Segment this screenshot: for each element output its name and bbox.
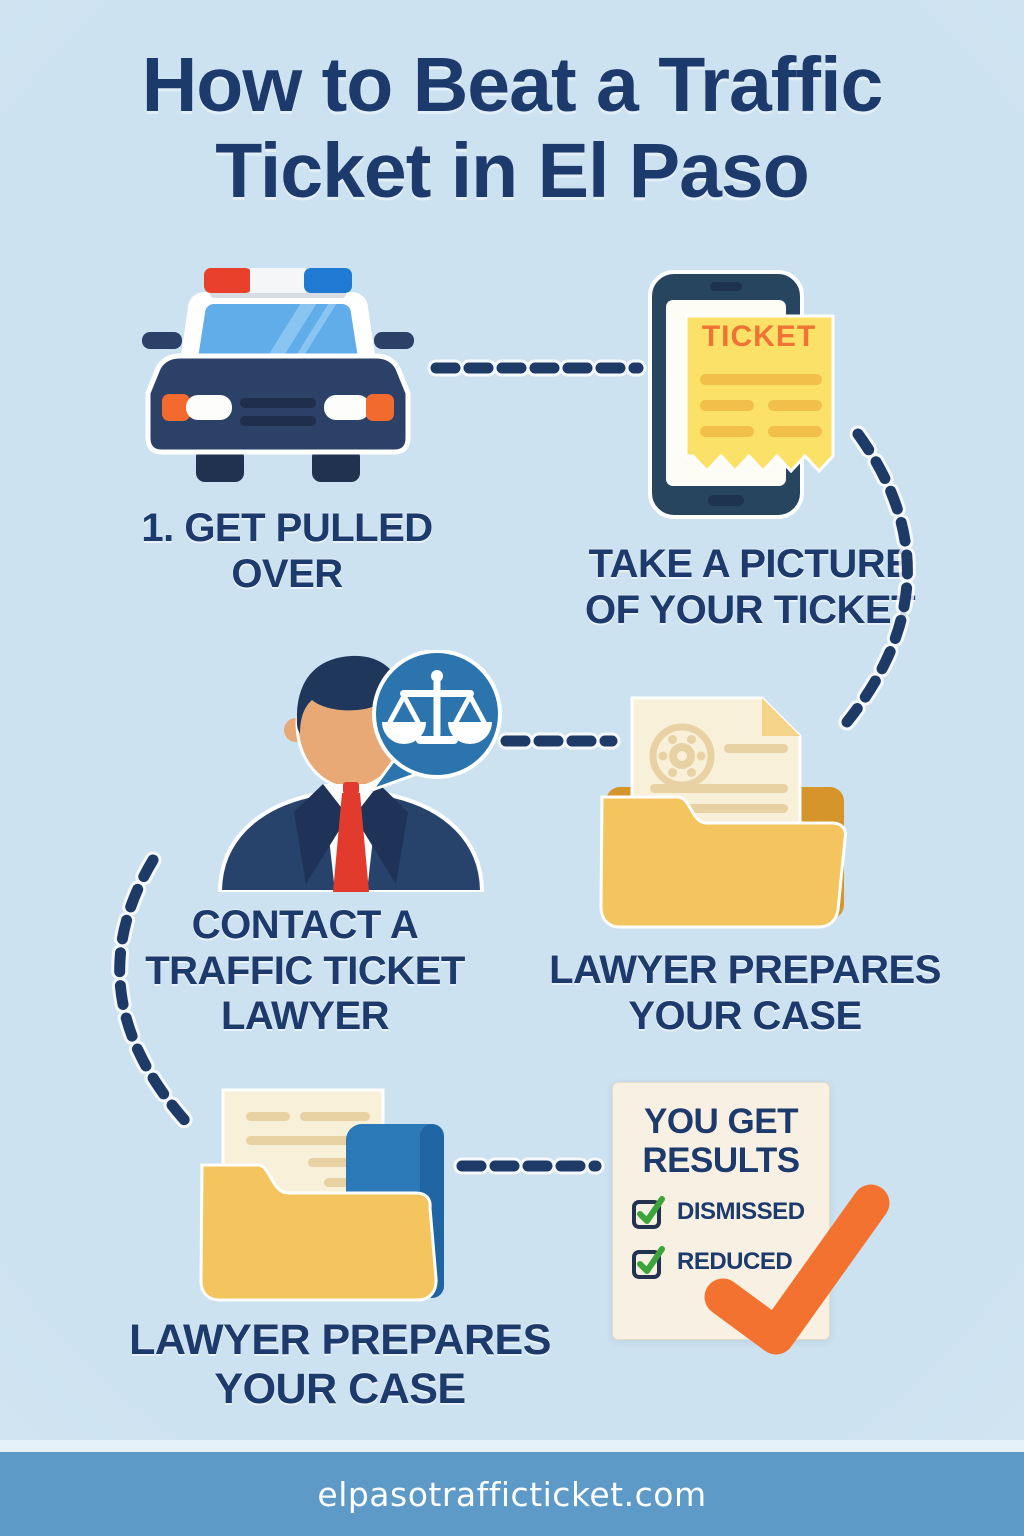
scales-of-justice-icon [382, 670, 492, 744]
step-label-prepare-case-2: LAWYER PREPARES YOUR CASE [129, 1316, 551, 1414]
scales-bubble-svg [368, 650, 502, 792]
phone-ticket-svg [648, 270, 835, 519]
result-row-reduced: REDUCED [631, 1244, 829, 1280]
result-row-dismissed: DISMISSED [631, 1194, 829, 1230]
step-label-contact-lawyer: CONTACT A TRAFFIC TICKET LAWYER [145, 903, 465, 1039]
checkbox-checked-icon [632, 1196, 665, 1229]
ticket-label: TICKET [701, 320, 817, 353]
checkbox-checked-icon [632, 1246, 665, 1279]
footer: elpasotrafficticket.com [0, 1452, 1024, 1536]
result-reduced-label: REDUCED [677, 1248, 793, 1275]
page-title: How to Beat a Traffic Ticket in El Paso [141, 42, 884, 215]
results-card: YOU GET RESULTS DISMISSED REDUCED [612, 1082, 830, 1340]
step-label-prepare-case-1: LAWYER PREPARES YOUR CASE [549, 948, 941, 1038]
case-folder-blue-svg [199, 1088, 444, 1302]
police-car-icon [140, 268, 416, 494]
step-label-pulled-over: 1. GET PULLED OVER [141, 506, 433, 596]
police-car-svg [142, 268, 414, 482]
step-label-take-picture: TAKE A PICTURE OF YOUR TICKET [584, 542, 916, 632]
phone-ticket-icon [648, 270, 838, 525]
footer-divider [0, 1440, 1024, 1452]
footer-website: elpasotrafficticket.com [317, 1474, 707, 1514]
results-title: YOU GET RESULTS [642, 1102, 800, 1180]
case-folder-blue-icon [198, 1088, 448, 1303]
scales-speech-bubble-icon [366, 650, 508, 792]
case-folder-svg [599, 696, 847, 929]
case-folder-icon [592, 692, 852, 932]
result-dismissed-label: DISMISSED [677, 1198, 805, 1225]
